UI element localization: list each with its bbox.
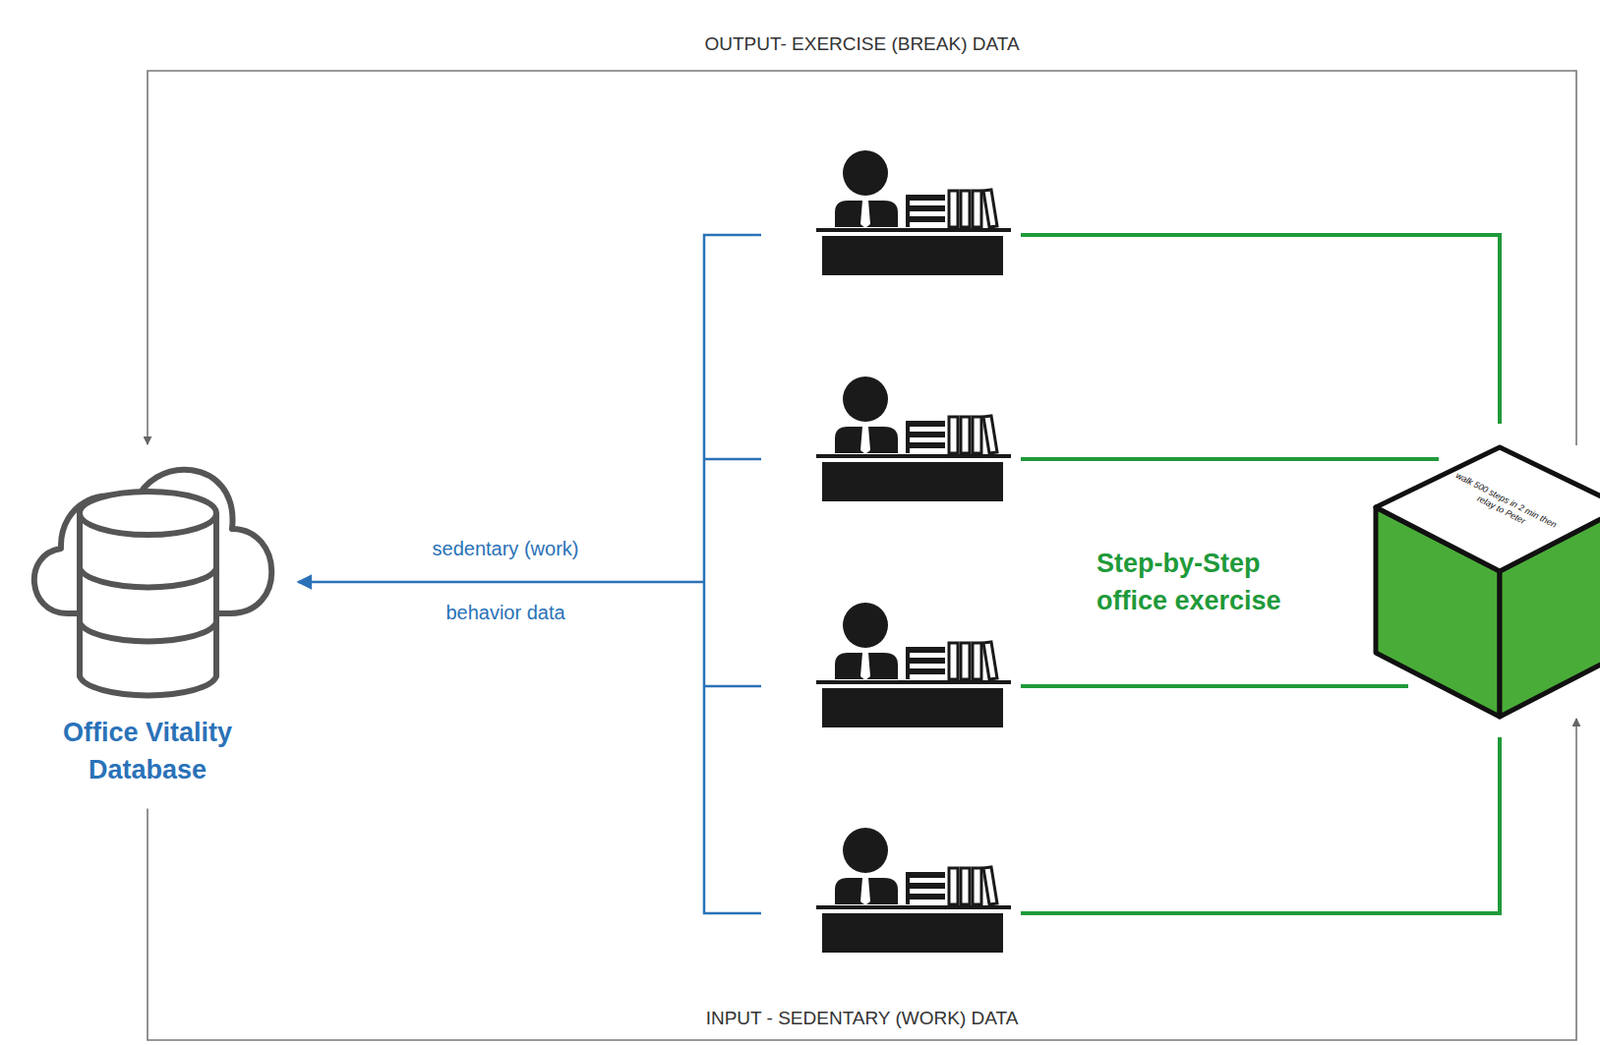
worker-icon [816,376,1011,502]
cylinder-body [79,513,217,696]
exercise-link [1020,684,1409,689]
worker-icon [816,828,1011,953]
connector-label: OUTPUT- EXERCISE (BREAK) DATA [700,33,1023,56]
exercise-link [1020,235,1500,424]
flow-label: behavior data [445,598,565,627]
flow-label: sedentary (work) [432,534,580,563]
database-node: Office Vitality Database [19,444,276,810]
exercise-cube: walk 500 steps in 2 min then relay to Pe… [1375,445,1600,719]
database-icon [19,444,276,711]
exercise-link [1020,457,1439,462]
data-arrow [297,581,705,585]
exercise-link [1020,737,1500,914]
database-label: Office Vitality Database [19,714,276,790]
connector-label: INPUT - SEDENTARY (WORK) DATA [702,1007,1023,1030]
worker-icon [816,150,1011,276]
data-flow-connector [147,718,1577,1041]
cylinder-band [79,568,217,642]
cylinder-top [79,491,217,535]
worker-icon [816,602,1011,728]
data-bracket [704,235,762,914]
exercise-title: Step-by-Step office exercise [1096,545,1328,621]
cube-top [1375,447,1600,572]
